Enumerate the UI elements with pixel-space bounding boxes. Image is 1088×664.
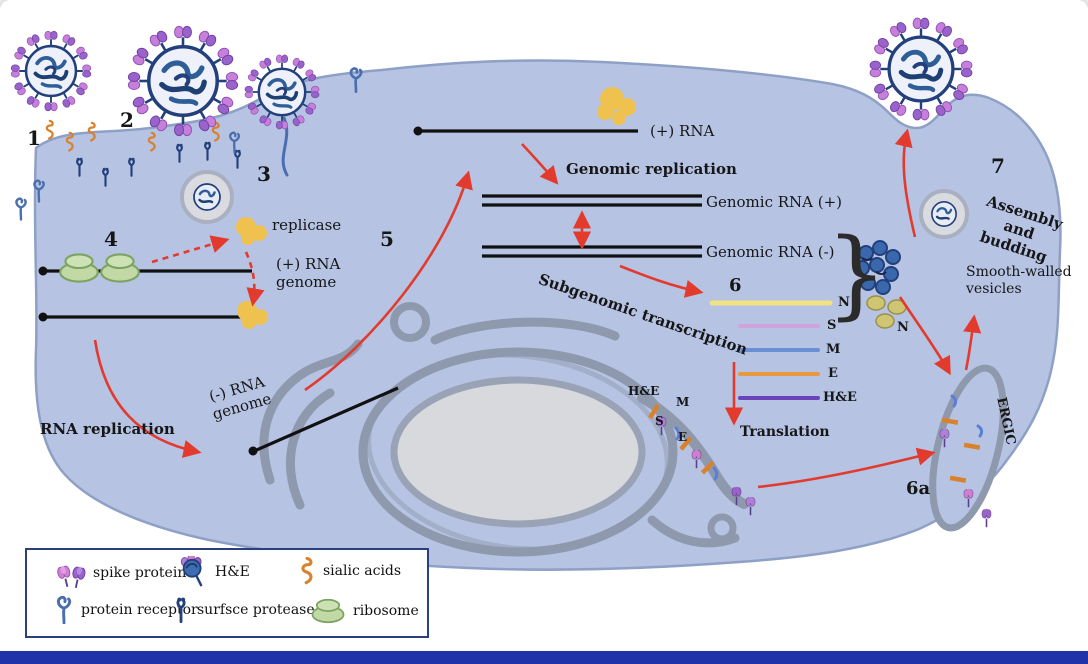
legend-item-spike-protein: spike protein [55,558,186,588]
legend-label: protein receptor [81,602,198,618]
legend-label: H&E [215,564,250,580]
step-1: 1 [27,126,41,150]
genomic-rna-plus-label: Genomic RNA (+) [706,193,843,211]
legend-item-sialic-acids: sialic acids [299,557,401,585]
arrow-replicase-down [244,251,265,307]
minus-rna-genome-line [251,386,399,454]
step-5: 5 [380,227,394,251]
plus-rna-label: (+) RNA [650,122,715,140]
step-6: 6 [729,275,742,296]
sgRNA-N-label: N [838,295,850,310]
spike-protein-icon [55,563,87,588]
legend-item-surface-protease: surfsce protease [171,596,315,624]
membrane-proteins-ergic [939,394,992,528]
legend-box: spike protein H&E sialic acids protein r… [25,548,429,638]
genomic-replication-label: Genomic replication [566,160,737,178]
replicase-label: replicase [272,216,342,234]
nucleocapsid-cluster [854,240,901,295]
virion-icon [930,200,958,228]
sialic-acid-icon [45,119,55,140]
genomic-rna-minus-label: Genomic RNA (-) [706,243,835,261]
translation-label: Translation [740,424,830,440]
sgRNA-HE-label: H&E [823,390,857,405]
arrow-genomic-replication [521,143,559,185]
legend-label: sialic acids [323,563,402,579]
er-e-label: E [678,430,688,444]
membrane-proteins-er [648,404,756,516]
bottom-bar [0,651,1088,664]
rna-molecules [38,126,702,456]
ribosome-icon [100,253,140,283]
arrow-nucleocapsid-to-ergic [898,296,951,376]
sialic-acid-icon [301,557,313,585]
legend-item-protein-receptor: protein receptor [53,596,198,624]
central-vacuole [390,376,646,528]
legend-label: ribosome [353,603,419,619]
protein-receptor-icon [15,197,28,221]
plus-rna-genome-label: (+) RNA genome [276,255,341,291]
legend-label: spike protein [93,565,187,581]
legend-item-he: H&E [179,556,250,588]
flow-arrows [93,128,982,489]
rna-replication-label: RNA replication [40,420,175,438]
virion-icon [192,182,222,212]
arrow-to-ergic [757,447,936,489]
ribosome-icon [59,253,99,283]
n-vesicles-label: N [897,320,909,335]
er-he-label: H&E [628,384,660,398]
virion-icon [11,31,91,111]
protein-receptor-icon [56,596,72,624]
arrow-to-vesicles [963,314,982,371]
surface-protease-icon [175,596,187,624]
legend-label: surfsce protease [197,602,315,618]
endosome-left [180,170,234,224]
sgRNA-M-label: M [826,342,841,357]
step-6a: 6a [906,478,931,499]
step-4: 4 [104,227,118,251]
legend-item-ribosome: ribosome [309,598,419,624]
arrow-budding [894,128,917,238]
smooth-walled-vesicles-label: Smooth-walled vesicles [966,264,1072,297]
grouping-brace: } [826,218,888,330]
arrow-to-replicase [151,235,230,264]
sgRNA-E-label: E [828,366,838,381]
step-3: 3 [257,162,271,186]
he-icon [180,556,203,588]
step-2: 2 [120,108,134,132]
subgenomic-rnas [709,300,833,400]
ergic-compartment [929,364,1007,532]
arrow-minus-to-plus [304,170,473,392]
spike-protein-icon [981,507,992,528]
er-s-label: S [655,414,664,428]
endosome-right [919,189,969,239]
step-7: 7 [991,154,1005,178]
ribosome-icon [311,598,345,624]
er-m-label: M [676,395,690,409]
arrow-rna-replication [93,339,202,458]
sgRNA-S-label: S [827,318,837,333]
replicase-protein [236,87,636,329]
arrow-subgenomic [619,264,704,298]
